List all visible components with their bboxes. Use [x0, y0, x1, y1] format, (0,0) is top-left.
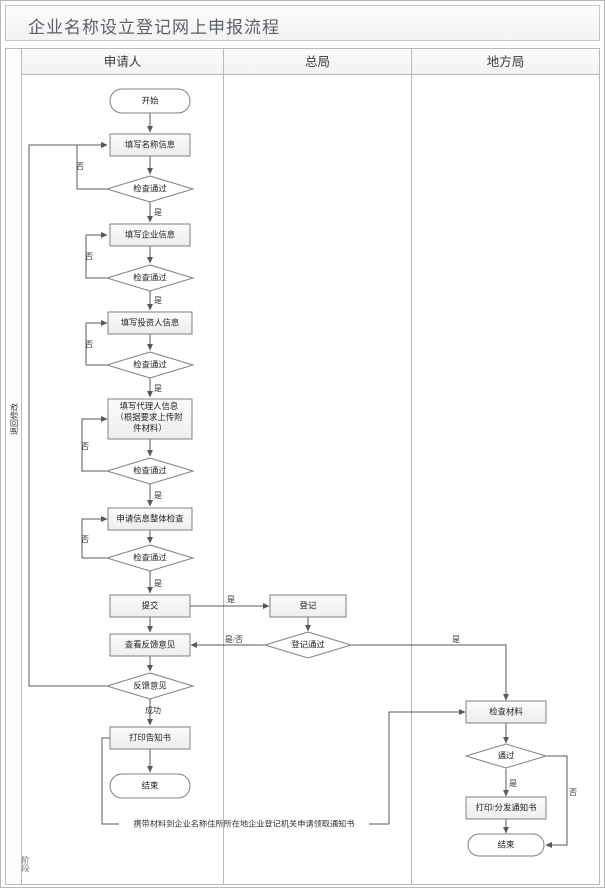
title-bar: 企业名称设立登记网上申报流程 [5, 5, 600, 41]
lane-column-head-bureau [224, 75, 412, 884]
lane-axis-column: 阶段 [6, 49, 30, 884]
lane-header-applicant: 申请人 [22, 49, 224, 75]
lane-header-head-bureau: 总局 [224, 49, 412, 75]
lane-column-local-bureau [412, 75, 599, 884]
lane-header-local-bureau: 地方局 [412, 49, 599, 75]
lane-axis-label: 阶段 [21, 856, 30, 872]
page-title: 企业名称设立登记网上申报流程 [28, 18, 280, 37]
swimlane-frame: 阶段 申请人 总局 地方局 [5, 48, 600, 885]
lane-column-applicant [22, 75, 224, 884]
